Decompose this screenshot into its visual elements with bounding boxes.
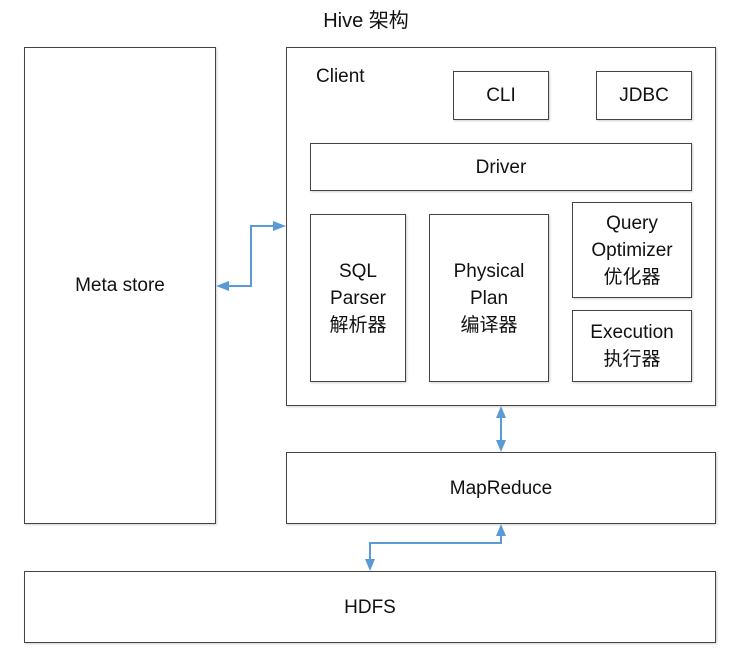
- physical-plan-line-3: 编译器: [460, 314, 518, 336]
- execution-line-1: Execution: [590, 322, 674, 343]
- arrowhead-icon: [365, 559, 375, 571]
- query-optimizer-box: Query Optimizer 优化器: [572, 202, 692, 298]
- cli-box: CLI: [453, 71, 549, 120]
- sql-parser-line-2: Parser: [330, 287, 386, 309]
- sql-parser-line-3: 解析器: [329, 314, 387, 336]
- driver-box: Driver: [310, 143, 692, 191]
- arrowhead-icon: [496, 406, 506, 418]
- physical-plan-box: Physical Plan 编译器: [429, 214, 549, 382]
- sql-parser-line-1: SQL: [338, 260, 378, 282]
- metastore-label: Meta store: [75, 275, 165, 296]
- arrowhead-icon: [273, 221, 286, 231]
- query-optimizer-line-2: Optimizer: [591, 239, 673, 261]
- query-optimizer-line-1: Query: [606, 212, 658, 234]
- metastore-box: Meta store: [24, 47, 216, 524]
- physical-plan-line-2: Plan: [469, 287, 509, 309]
- mapreduce-hdfs-connector: [369, 532, 502, 563]
- hdfs-label: HDFS: [344, 596, 396, 618]
- sql-parser-box: SQL Parser 解析器: [310, 214, 406, 382]
- client-label: Client: [316, 66, 365, 87]
- execution-box: Execution 执行器: [572, 310, 692, 382]
- metastore-client-connector: [226, 225, 276, 287]
- driver-label: Driver: [475, 156, 527, 178]
- arrowhead-icon: [496, 524, 506, 536]
- mapreduce-box: MapReduce: [286, 452, 716, 524]
- jdbc-label: JDBC: [619, 85, 669, 106]
- diagram-title: Hive 架构: [323, 10, 409, 32]
- arrowhead-icon: [496, 440, 506, 452]
- jdbc-box: JDBC: [596, 71, 692, 120]
- arrowhead-icon: [216, 281, 229, 291]
- mapreduce-label: MapReduce: [449, 477, 553, 499]
- execution-line-2: 执行器: [603, 349, 661, 370]
- physical-plan-line-1: Physical: [453, 260, 525, 282]
- cli-label: CLI: [486, 85, 516, 106]
- hdfs-box: HDFS: [24, 571, 716, 643]
- query-optimizer-line-3: 优化器: [603, 266, 661, 288]
